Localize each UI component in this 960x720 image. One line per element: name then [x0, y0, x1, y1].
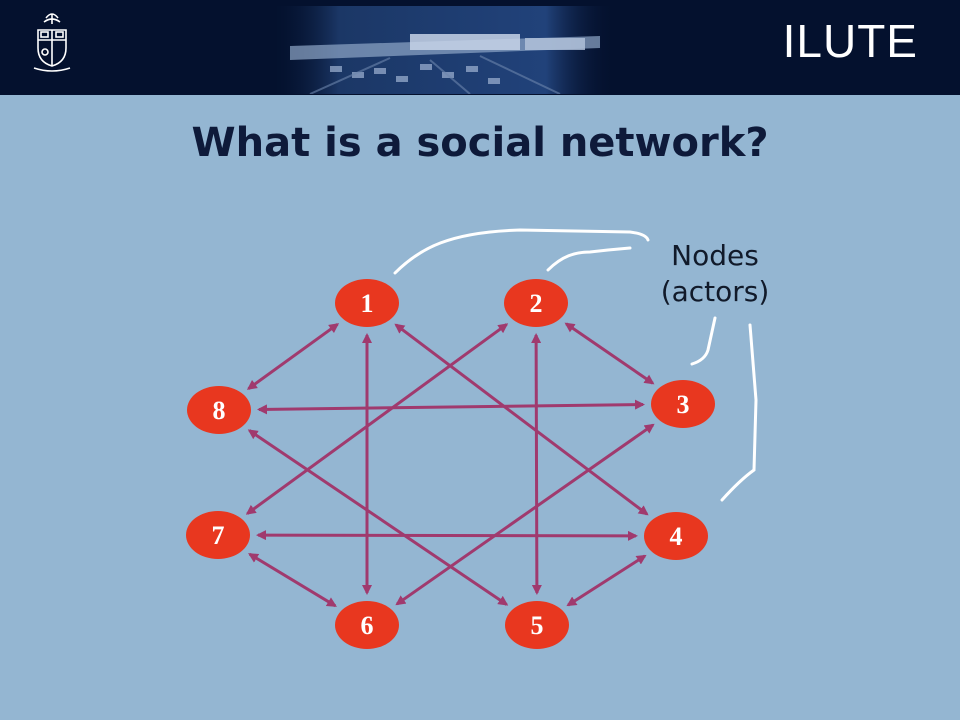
- edge-8-3: [256, 399, 646, 415]
- node-5-label: 5: [531, 611, 544, 640]
- node-8-label: 8: [213, 396, 226, 425]
- node-4-shape: [644, 512, 708, 560]
- node-1-label: 1: [361, 289, 374, 318]
- node-2-label: 2: [530, 289, 543, 318]
- nodes-annotation-line2: (actors): [660, 275, 770, 308]
- node-5: 5: [505, 601, 569, 649]
- node-4-label: 4: [670, 522, 683, 551]
- node-2: 2: [504, 279, 568, 327]
- node-1: 1: [335, 279, 399, 327]
- node-7-shape: [186, 511, 250, 559]
- edge-7-6: [248, 552, 337, 608]
- node-4: 4: [644, 512, 708, 560]
- brand-name: ILUTE: [782, 15, 918, 67]
- node-6-shape: [335, 601, 399, 649]
- slide-title: What is a social network?: [191, 120, 769, 166]
- edge-3-6: [395, 423, 655, 606]
- highway-banner-image: [270, 6, 615, 94]
- node-8-shape: [187, 386, 251, 434]
- node-3-shape: [651, 380, 715, 428]
- node-7-label: 7: [212, 521, 225, 550]
- university-crest-icon: [33, 13, 71, 72]
- node-2-shape: [504, 279, 568, 327]
- edge-7-4: [255, 530, 639, 541]
- node-6: 6: [335, 601, 399, 649]
- nodes-annotation: Nodes (actors): [640, 238, 790, 310]
- node-1-shape: [335, 279, 399, 327]
- edge-4-5: [566, 554, 647, 607]
- node-8: 8: [187, 386, 251, 434]
- node-6-label: 6: [361, 611, 374, 640]
- annotation-callout-lines: [393, 228, 758, 502]
- node-3-label: 3: [677, 390, 690, 419]
- node-5-shape: [505, 601, 569, 649]
- node-3: 3: [651, 380, 715, 428]
- slide-header: ILUTE: [0, 0, 960, 95]
- nodes-annotation-line1: Nodes: [671, 239, 759, 272]
- edge-2-7: [245, 323, 509, 515]
- edge-2-3: [564, 322, 655, 385]
- edge-2-5: [531, 332, 542, 596]
- edge-1-8: [246, 323, 340, 390]
- node-7: 7: [186, 511, 250, 559]
